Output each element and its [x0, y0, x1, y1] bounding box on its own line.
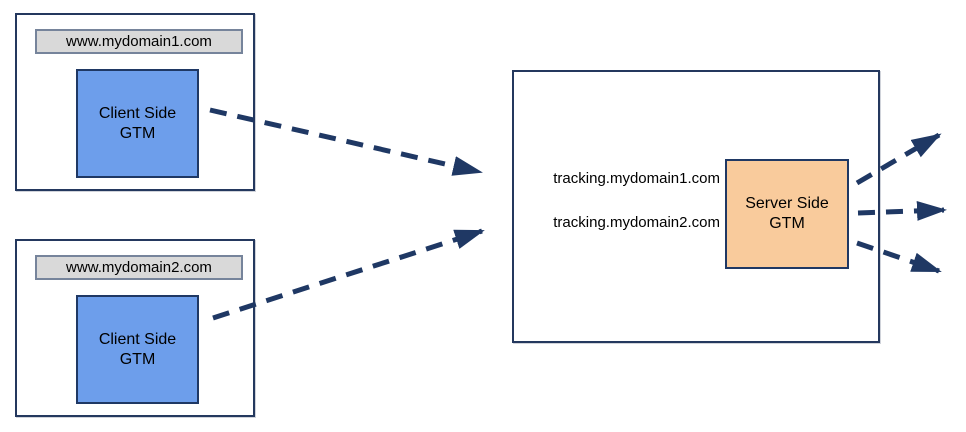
client-gtm-box: Client Side GTM [76, 295, 199, 404]
client-gtm-label: Client Side GTM [98, 330, 177, 368]
tracking-endpoint-label-1: tracking.mydomain1.com [553, 170, 720, 187]
client-gtm-label: Client Side GTM [98, 104, 177, 142]
server-gtm-box: Server Side GTM [725, 159, 849, 269]
site-box-mydomain1: www.mydomain1.com Client Side GTM [15, 13, 255, 191]
site-box-mydomain2: www.mydomain2.com Client Side GTM [15, 239, 255, 417]
tracking-endpoint-label-2: tracking.mydomain2.com [553, 214, 720, 231]
domain-label-bar: www.mydomain1.com [35, 29, 243, 54]
domain-label: www.mydomain2.com [66, 259, 212, 276]
client-gtm-box: Client Side GTM [76, 69, 199, 178]
domain-label-bar: www.mydomain2.com [35, 255, 243, 280]
server-gtm-label: Server Side GTM [745, 195, 829, 232]
server-container-box: tracking.mydomain1.com tracking.mydomain… [512, 70, 880, 343]
domain-label: www.mydomain1.com [66, 33, 212, 50]
